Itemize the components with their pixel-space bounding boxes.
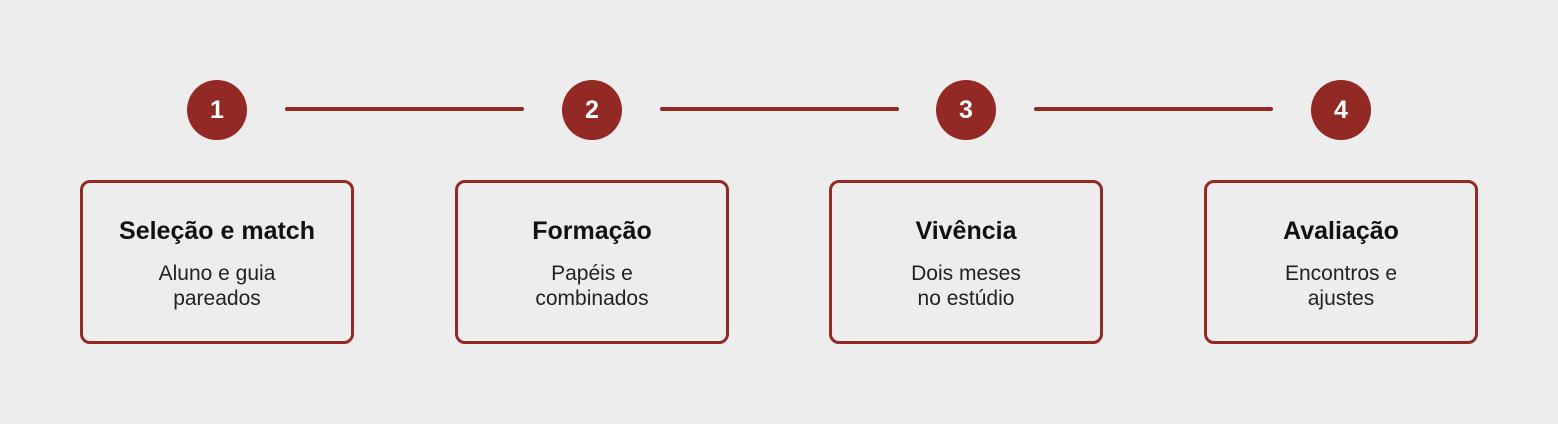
step-2-title: Formação bbox=[532, 217, 652, 245]
step-4-card: Avaliação Encontros e ajustes bbox=[1204, 180, 1478, 344]
step-2-desc-line-1: Papéis e bbox=[551, 262, 633, 285]
connector-3-4 bbox=[1034, 107, 1273, 111]
step-4-desc-line-2: ajustes bbox=[1307, 287, 1375, 310]
step-2-description: Papéis e combinados bbox=[468, 261, 716, 311]
step-1-card: Seleção e match Aluno e guia pareados bbox=[80, 180, 354, 344]
step-3-card: Vivência Dois meses no estúdio bbox=[829, 180, 1103, 344]
step-4-description: Encontros e ajustes bbox=[1217, 261, 1465, 311]
step-3-title: Vivência bbox=[915, 217, 1017, 245]
step-2-number: 2 bbox=[562, 80, 622, 140]
step-3-desc-line-2: no estúdio bbox=[917, 287, 1015, 310]
step-3-desc-line-1: Dois meses bbox=[911, 262, 1021, 285]
connector-2-3 bbox=[660, 107, 899, 111]
step-2-desc-line-2: combinados bbox=[535, 287, 649, 310]
step-3-description: Dois meses no estúdio bbox=[842, 261, 1090, 311]
step-1-desc-line-2: pareados bbox=[173, 287, 261, 310]
step-1-desc-line-1: Aluno e guia bbox=[158, 262, 276, 285]
step-4-title: Avaliação bbox=[1283, 217, 1399, 245]
step-1-title: Seleção e match bbox=[119, 217, 315, 245]
step-2-card: Formação Papéis e combinados bbox=[455, 180, 729, 344]
step-3-number: 3 bbox=[936, 80, 996, 140]
step-1-number: 1 bbox=[187, 80, 247, 140]
step-4-desc-line-1: Encontros e bbox=[1284, 262, 1398, 285]
step-4-number: 4 bbox=[1311, 80, 1371, 140]
connector-1-2 bbox=[285, 107, 524, 111]
step-1-description: Aluno e guia pareados bbox=[93, 261, 341, 311]
